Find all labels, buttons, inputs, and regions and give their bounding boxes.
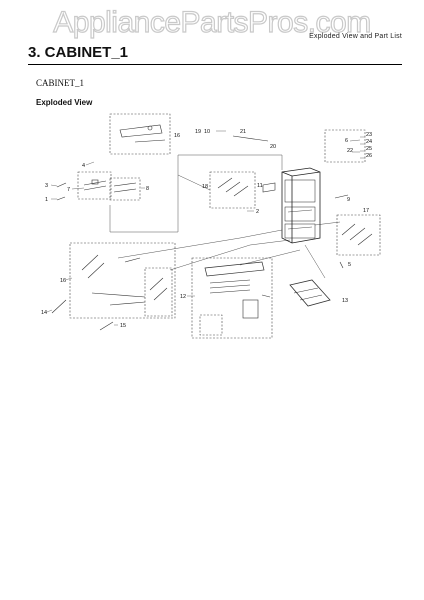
part-group-17 (341, 223, 373, 246)
part-11 (262, 182, 276, 193)
callout-25: 25 (366, 146, 372, 152)
callout-15: 15 (120, 323, 126, 329)
part-group-18 (217, 177, 249, 197)
callout-11: 11 (257, 183, 263, 189)
callout-10: 10 (204, 129, 210, 135)
title-rule (28, 64, 402, 65)
callout-21: 21 (240, 129, 246, 135)
exploded-view-label: Exploded View (36, 98, 93, 107)
callout-1: 1 (45, 197, 48, 203)
header-right-label: Exploded View and Part List (309, 33, 402, 40)
section-title: 3. CABINET_1 (28, 44, 129, 61)
part-group-16-lower (81, 254, 168, 306)
watermark-text: AppliancePartsPros.com (53, 6, 370, 39)
callout-8: 8 (146, 186, 149, 192)
part-6 (339, 261, 344, 269)
section-subtitle: CABINET_1 (36, 78, 84, 88)
watermark-logo: AppliancePartsPros.com (53, 5, 372, 39)
callout-5: 5 (348, 262, 351, 268)
callout-24: 24 (366, 139, 372, 145)
callout-4: 4 (82, 163, 85, 169)
part-group-12 (204, 261, 271, 319)
callout-leaders (46, 130, 365, 326)
callout-16b: 16 (60, 278, 66, 284)
part-9 (334, 194, 349, 199)
callout-18: 18 (202, 184, 208, 190)
part-13-tray (289, 279, 331, 307)
callout-6: 6 (345, 138, 348, 144)
callout-14: 14 (41, 310, 47, 316)
callout-numbers: 1 2 3 4 5 6 7 8 9 10 11 12 13 14 15 16 1… (41, 129, 372, 329)
part-3 (56, 182, 67, 188)
callout-17: 17 (363, 208, 369, 214)
refrigerator-cabinet (281, 167, 321, 244)
part-group-7 (83, 179, 107, 191)
callout-20: 20 (270, 144, 276, 150)
callout-3: 3 (45, 183, 48, 189)
part-group-16-top (119, 124, 166, 143)
group-boxes (69, 113, 381, 339)
part-14 (51, 299, 67, 314)
callout-13: 13 (342, 298, 348, 304)
part-15 (99, 321, 114, 331)
callout-12: 12 (180, 294, 186, 300)
callout-16: 16 (174, 133, 180, 139)
part-1 (56, 196, 66, 201)
callout-22: 22 (347, 148, 353, 154)
callout-23: 23 (366, 132, 372, 138)
callout-26: 26 (366, 153, 372, 159)
callout-19: 19 (195, 129, 201, 135)
callout-7: 7 (67, 187, 70, 193)
callout-9: 9 (347, 197, 350, 203)
part-group-8 (113, 182, 137, 193)
callout-2: 2 (256, 209, 259, 215)
connector-lines (109, 154, 341, 279)
part-20-rod (232, 135, 269, 142)
